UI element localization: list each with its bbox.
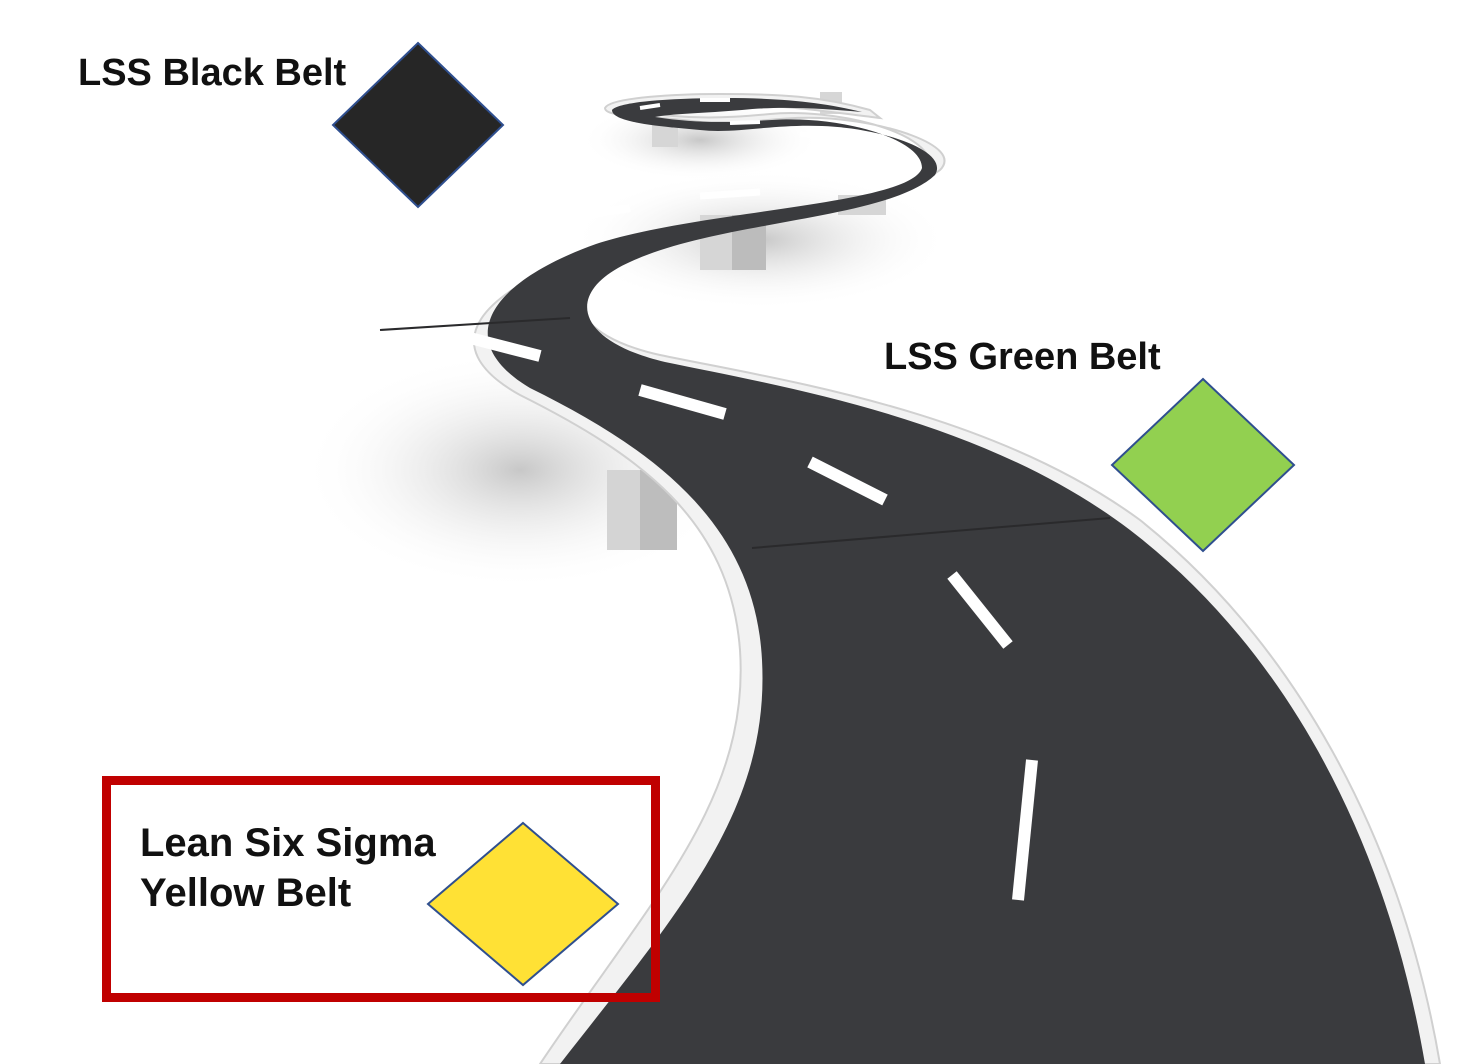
black-belt-diamond bbox=[331, 41, 505, 209]
yellow-belt-diamond bbox=[426, 821, 620, 987]
yellow-belt-highlight-box bbox=[102, 776, 660, 1002]
green-belt-diamond bbox=[1110, 377, 1296, 553]
road-joints bbox=[379, 317, 1111, 549]
lane-markings bbox=[434, 98, 1038, 901]
yellow-belt-label-line2: Yellow Belt bbox=[140, 871, 352, 915]
yellow-belt-label-line1: Lean Six Sigma bbox=[140, 821, 436, 865]
black-belt-label: LSS Black Belt bbox=[78, 52, 347, 94]
green-belt-label: LSS Green Belt bbox=[884, 336, 1161, 378]
yellow-belt-label: Lean Six Sigma Yellow Belt bbox=[140, 818, 436, 918]
